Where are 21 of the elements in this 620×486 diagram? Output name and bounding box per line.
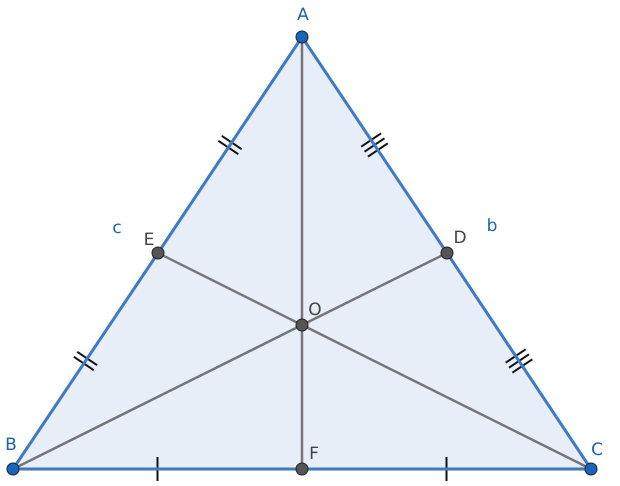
side-line: [160, 41, 300, 249]
side-line: [19, 468, 296, 470]
side-label: b: [486, 216, 498, 236]
point-label: B: [5, 435, 17, 455]
point-label: A: [297, 5, 309, 25]
point-label: D: [453, 228, 467, 248]
median-line: [162, 254, 298, 324]
median-line: [300, 43, 304, 319]
median-line: [306, 254, 442, 324]
side-line: [15, 257, 156, 465]
median-line: [18, 326, 298, 468]
point-label: F: [309, 444, 319, 464]
point-label: E: [144, 230, 154, 250]
median-line: [306, 326, 586, 468]
side-line: [304, 41, 445, 249]
side-line: [308, 468, 585, 470]
side-label: c: [112, 218, 122, 238]
point-label: O: [308, 300, 322, 320]
side-line: [449, 257, 589, 465]
median-line: [300, 331, 304, 463]
point-label: C: [591, 440, 603, 460]
